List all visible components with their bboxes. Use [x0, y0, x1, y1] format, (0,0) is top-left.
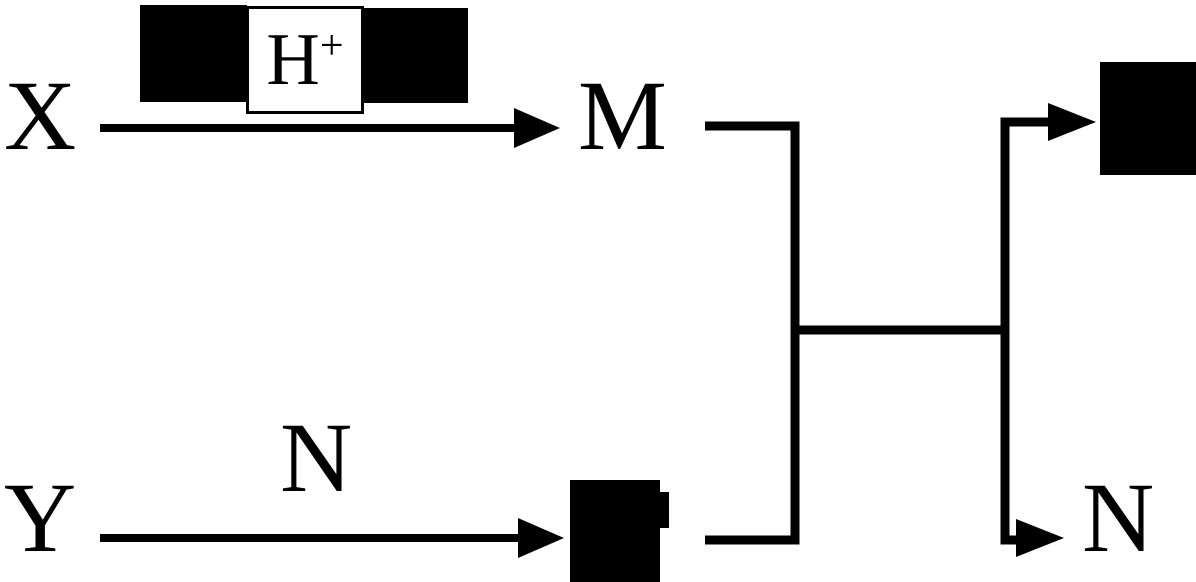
redacted-box-catalyst-right — [360, 8, 468, 103]
redacted-box-catalyst-left — [140, 5, 247, 102]
arrow-x-to-m — [100, 108, 560, 148]
final-product-n-label: N — [1082, 462, 1155, 573]
join-bracket-left — [705, 121, 800, 545]
partial-glyph — [660, 492, 669, 528]
redacted-box-top-product — [1100, 62, 1196, 175]
catalyst-label-box: H+ — [246, 6, 364, 114]
intermediate-m-label: M — [578, 60, 667, 171]
reactant-x-label: X — [4, 60, 77, 171]
bottom-arrow-reagent-label: N — [280, 402, 353, 513]
redacted-box-bottom-intermediate — [570, 480, 660, 582]
arrow-y-to-redacted — [100, 518, 564, 558]
catalyst-h-label: H — [266, 19, 320, 101]
split-bracket-right — [1000, 103, 1096, 557]
reactant-y-label: Y — [4, 462, 77, 573]
catalyst-plus-superscript: + — [319, 23, 344, 69]
